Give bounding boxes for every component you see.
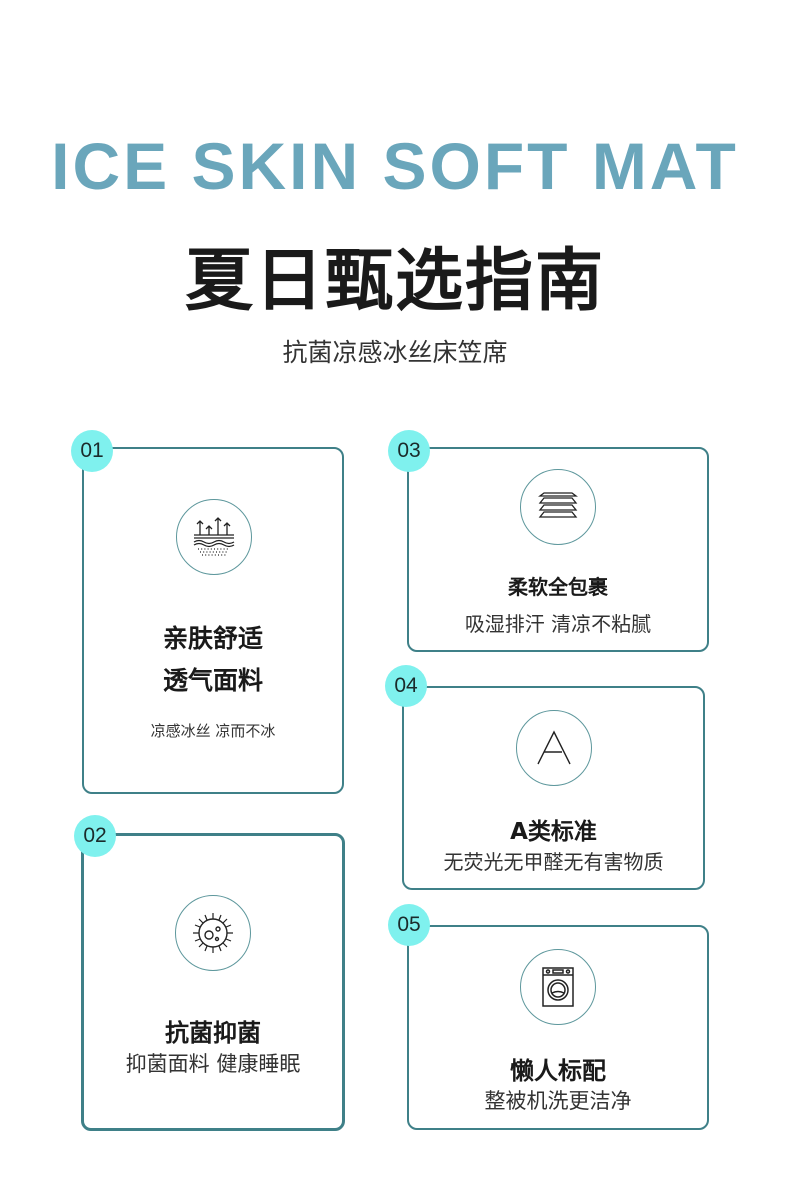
feature-desc: 凉感冰丝 凉而不冰 — [150, 722, 276, 740]
badge-02: 02 — [74, 815, 116, 857]
feature-card-01: 亲肤舒适 透气面料 凉感冰丝 凉而不冰 — [82, 447, 344, 794]
feature-title-line1: 亲肤舒适 — [162, 624, 263, 653]
feature-title: 抗菌抑菌 — [165, 1019, 261, 1047]
feature-card-04: A类标准 无荧光无甲醛无有害物质 — [402, 686, 705, 890]
badge-05: 05 — [388, 904, 430, 946]
feature-title: A类标准 — [510, 819, 597, 845]
feature-title: 柔软全包裹 — [508, 575, 608, 599]
grade-a-icon — [516, 710, 592, 786]
layers-icon — [520, 469, 596, 545]
title-english: ICE SKIN SOFT MAT — [51, 129, 739, 203]
feature-desc: 无荧光无甲醛无有害物质 — [443, 850, 664, 874]
feature-desc: 吸湿排汗 清凉不粘腻 — [464, 612, 652, 636]
feature-card-03: 柔软全包裹 吸湿排汗 清凉不粘腻 — [407, 447, 709, 652]
title-chinese: 夏日甄选指南 — [184, 242, 605, 321]
badge-03: 03 — [388, 430, 430, 472]
feature-card-05: 懒人标配 整被机洗更洁净 — [407, 925, 709, 1130]
feature-title-line2: 透气面料 — [162, 666, 263, 695]
breathable-fabric-icon — [176, 499, 252, 575]
feature-desc: 抑菌面料 健康睡眠 — [125, 1052, 301, 1076]
badge-01: 01 — [71, 430, 113, 472]
bacteria-icon — [175, 895, 251, 971]
feature-card-02: 抗菌抑菌 抑菌面料 健康睡眠 — [81, 833, 345, 1131]
feature-title: 懒人标配 — [510, 1057, 606, 1085]
badge-04: 04 — [385, 665, 427, 707]
subtitle: 抗菌凉感冰丝床笠席 — [282, 338, 508, 367]
feature-desc: 整被机洗更洁净 — [484, 1089, 632, 1113]
washing-machine-icon — [520, 949, 596, 1025]
